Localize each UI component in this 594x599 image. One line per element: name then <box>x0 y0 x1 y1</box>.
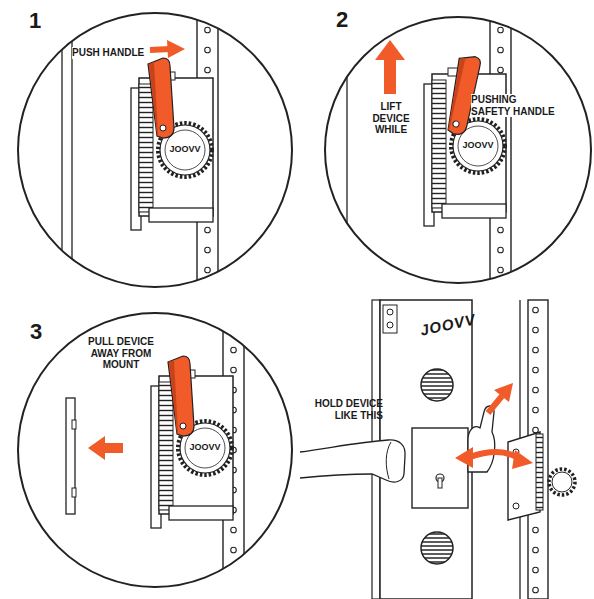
attach-arrow-head <box>455 447 473 468</box>
panel-2-art <box>347 0 511 599</box>
mount-bolt <box>513 503 519 509</box>
step-number: 1 <box>29 10 41 32</box>
pull-arrow <box>88 436 123 460</box>
instruction-text: LIFT DEVICE WHILE <box>368 101 414 136</box>
attach-arrow <box>470 452 518 458</box>
step-circle: 2LIFT DEVICE WHILEPUSHING SAFETY HANDLE <box>324 16 592 284</box>
safety-handle <box>168 356 194 436</box>
brand-logo: JOOVV <box>185 442 225 452</box>
push-arrow <box>150 49 170 50</box>
step-number: 3 <box>30 321 42 343</box>
instruction-text: PUSHING SAFETY HANDLE <box>471 94 557 117</box>
control-plate <box>383 305 397 333</box>
rack-mount <box>508 432 540 520</box>
lift-arrow <box>375 40 405 94</box>
mount-plate <box>66 398 75 514</box>
panel-4-art <box>300 300 575 599</box>
mount-knob-face <box>552 472 572 492</box>
panel-3-art <box>66 0 244 599</box>
control-port <box>387 322 393 328</box>
mount-tab <box>72 420 76 429</box>
step-circle: 1PUSH HANDLE <box>17 12 293 288</box>
instruction-text: PUSH HANDLE <box>72 47 144 59</box>
brand-logo: JOOVV <box>458 140 498 150</box>
attach-arrow-head <box>512 450 533 469</box>
safety-handle <box>148 58 174 138</box>
lift-arrow-head <box>494 383 513 402</box>
brand-logo: JOOVV <box>165 144 205 154</box>
control-port <box>387 309 393 315</box>
push-arrow-head <box>167 40 185 58</box>
fan-grille <box>421 532 453 564</box>
mount-fins <box>536 434 543 510</box>
wall-edge <box>71 0 72 300</box>
left-hand <box>300 440 405 482</box>
mount-knob <box>549 469 575 495</box>
fan-grille <box>421 369 453 401</box>
device-bracket <box>412 428 468 508</box>
wall-edge <box>346 0 347 300</box>
lift-arrow <box>488 396 502 413</box>
step-circle: 3PULL DEVICE AWAY FROM MOUNT <box>17 312 293 588</box>
finger-line <box>386 442 391 479</box>
step-number: 2 <box>336 9 348 31</box>
keyhole-slot <box>438 478 442 488</box>
instruction-text: HOLD DEVICE LIKE THIS <box>311 398 383 421</box>
mount-tab <box>72 488 76 497</box>
wall-edge <box>61 0 62 300</box>
instruction-text: PULL DEVICE AWAY FROM MOUNT <box>87 336 155 371</box>
